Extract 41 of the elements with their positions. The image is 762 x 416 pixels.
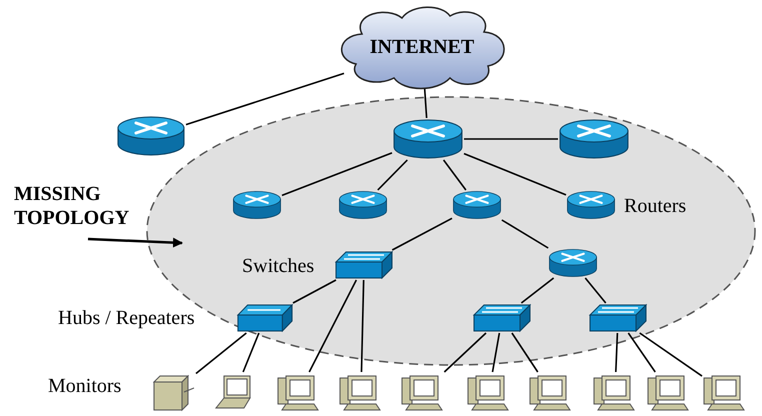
cloud-label: INTERNET — [370, 35, 474, 60]
connection-line — [242, 332, 260, 372]
connection-line — [360, 280, 364, 372]
switch-icon — [472, 303, 532, 333]
connection-line — [628, 332, 656, 372]
connection-line — [377, 159, 408, 191]
device-label: Monitors — [48, 374, 122, 398]
router-icon — [232, 190, 282, 220]
device-label: Hubs / Repeaters — [58, 306, 195, 330]
connection-line — [639, 332, 702, 377]
connection-line — [501, 219, 549, 249]
switch-icon — [588, 303, 648, 333]
connection-line — [392, 218, 452, 251]
switch-icon — [334, 250, 394, 280]
connection-line — [444, 332, 487, 373]
router-icon — [338, 190, 388, 220]
connection-line — [442, 160, 466, 190]
router-icon — [548, 248, 598, 278]
device-label: Routers — [624, 194, 686, 218]
router-icon — [116, 115, 186, 157]
connection-line — [511, 332, 538, 372]
connection-line — [464, 138, 558, 140]
connection-line — [584, 278, 606, 304]
device-label: Switches — [242, 254, 314, 278]
connection-line — [186, 72, 344, 126]
connection-line — [282, 152, 392, 196]
router-icon — [566, 190, 616, 220]
connection-line — [196, 332, 247, 374]
router-icon — [452, 190, 502, 220]
router-icon — [558, 118, 630, 160]
printer-icon — [150, 372, 196, 412]
heading-text: MISSING TOPOLOGY — [14, 182, 130, 230]
connection-line — [292, 279, 336, 304]
connection-line — [492, 332, 500, 372]
connection-line — [615, 332, 618, 372]
arrow — [88, 238, 183, 248]
connection-line — [308, 280, 358, 372]
hub-icon — [236, 303, 294, 333]
router-icon — [392, 118, 464, 160]
connection-line — [520, 277, 554, 304]
connection-line — [464, 152, 566, 196]
